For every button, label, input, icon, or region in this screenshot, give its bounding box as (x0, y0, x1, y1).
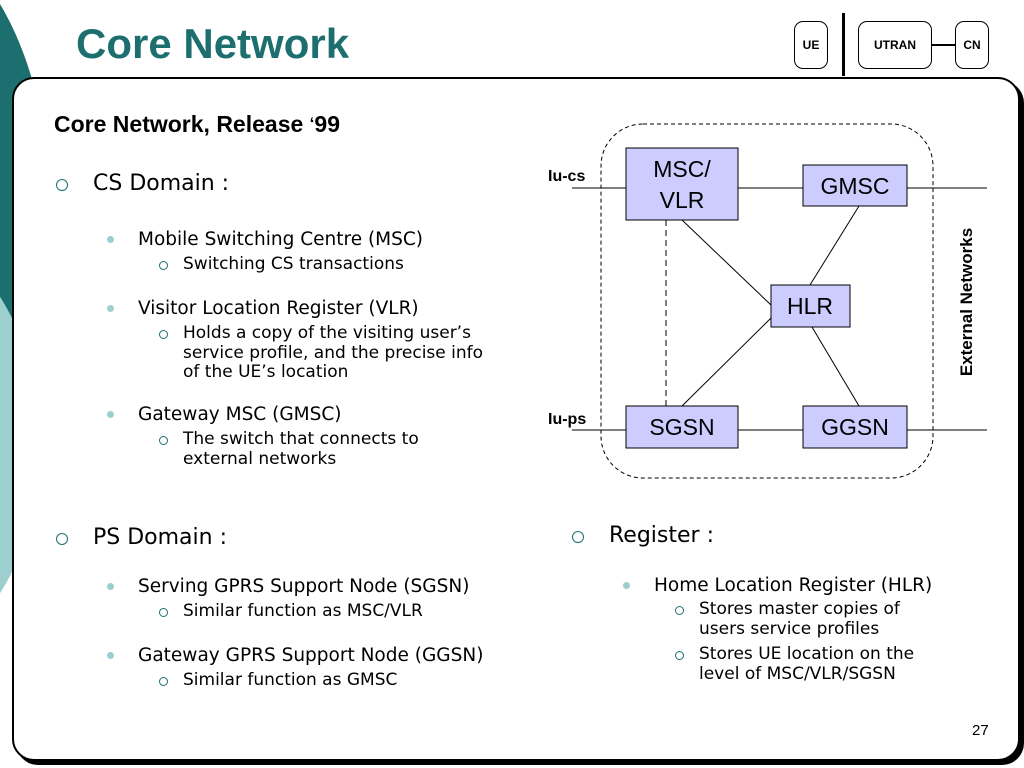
sub-line: The switch that connects to (183, 429, 419, 449)
iu-ps-label: Iu-ps (548, 411, 586, 428)
bullet-small-ring (159, 261, 168, 270)
bullet-small-ring (675, 606, 684, 615)
gmsc-hlr-link (809, 205, 860, 286)
sub-line: external networks (183, 448, 337, 469)
bullet-ring (572, 531, 584, 543)
sub-line: Stores UE location on the (699, 644, 915, 664)
ps-domain-heading: PS Domain : (93, 525, 227, 550)
ggsn-node (802, 405, 908, 449)
subtitle-text: Core Network, Release (54, 111, 310, 137)
hlr-sub-item: Stores master copies of users service pr… (699, 599, 900, 639)
sub-line: level of MSC/VLR/SGSN (699, 663, 896, 684)
sub-line: Stores master copies of (699, 599, 900, 619)
subtitle-year: 99 (314, 111, 340, 137)
gmsc-sub-item: The switch that connects to external net… (183, 429, 419, 469)
bullet-small-ring (159, 436, 168, 445)
ggsn-label: GGSN (821, 414, 889, 440)
nav-cn-button[interactable]: CN (955, 21, 989, 69)
bullet-dot (107, 652, 114, 659)
msc-hlr-link (681, 219, 772, 306)
vlr-sub-item: Holds a copy of the visiting user’s serv… (183, 323, 484, 383)
subtitle-quote: ‘ (309, 114, 315, 133)
hlr-sub-item: Stores UE location on the level of MSC/V… (699, 644, 915, 684)
sub-line: Similar function as MSC/VLR (183, 601, 423, 621)
nav-ue-button[interactable]: UE (794, 21, 828, 69)
sub-line: Holds a copy of the visiting user’s (183, 323, 471, 343)
msc-vlr-label: VLR (660, 187, 705, 213)
msc-sub-item: Switching CS transactions (183, 254, 404, 275)
bullet-small-ring (159, 330, 168, 339)
hlr-node (770, 284, 851, 328)
nav-connector (931, 44, 955, 46)
iu-cs-label: Iu-cs (548, 168, 585, 185)
nav-utran-button[interactable]: UTRAN (858, 21, 932, 69)
bullet-dot (107, 583, 114, 590)
cs-domain-heading: CS Domain : (93, 171, 230, 196)
sgsn-sub-item: Similar function as MSC/VLR (183, 601, 423, 622)
vlr-item: Visitor Location Register (VLR) (138, 298, 419, 319)
sgsn-label: SGSN (649, 414, 714, 440)
bullet-ring (56, 533, 68, 545)
gmsc-node (802, 164, 908, 207)
nav-separator (842, 13, 845, 76)
bullet-dot (107, 411, 114, 418)
ggsn-sub-item: Similar function as GMSC (183, 670, 398, 691)
core-network-boundary (600, 123, 934, 479)
msc-vlr-label: MSC/ (653, 156, 711, 182)
sgsn-node (625, 405, 739, 449)
bullet-dot (623, 582, 630, 589)
hlr-sgsn-link (681, 317, 772, 407)
ggsn-item: Gateway GPRS Support Node (GGSN) (138, 645, 484, 666)
sub-line: service profile, and the precise info (183, 342, 484, 363)
bullet-dot (107, 236, 114, 243)
sub-line: users service profiles (699, 618, 880, 639)
hlr-item: Home Location Register (HLR) (654, 575, 933, 596)
external-networks-label: External Networks (957, 228, 976, 376)
gmsc-item: Gateway MSC (GMSC) (138, 404, 342, 425)
sub-line: Similar function as GMSC (183, 670, 398, 690)
page-number: 27 (972, 722, 989, 739)
bullet-small-ring (159, 677, 168, 686)
gmsc-label: GMSC (821, 173, 890, 199)
page-title: Core Network (76, 20, 350, 67)
slide-subtitle: Core Network, Release ‘99 (54, 111, 340, 138)
msc-vlr-node (625, 147, 739, 221)
bullet-ring (56, 179, 68, 191)
sgsn-item: Serving GPRS Support Node (SGSN) (138, 576, 470, 597)
hlr-ggsn-link (811, 326, 860, 407)
bullet-small-ring (675, 651, 684, 660)
bullet-small-ring (159, 608, 168, 617)
msc-item: Mobile Switching Centre (MSC) (138, 229, 424, 250)
sub-line: Switching CS transactions (183, 254, 404, 274)
sub-line: of the UE’s location (183, 362, 349, 382)
register-heading: Register : (609, 523, 714, 548)
hlr-label: HLR (787, 293, 833, 319)
core-network-diagram: MSC/ VLR GMSC HLR SGSN GGSN Iu-cs Iu-ps … (548, 123, 987, 479)
bullet-dot (107, 305, 114, 312)
